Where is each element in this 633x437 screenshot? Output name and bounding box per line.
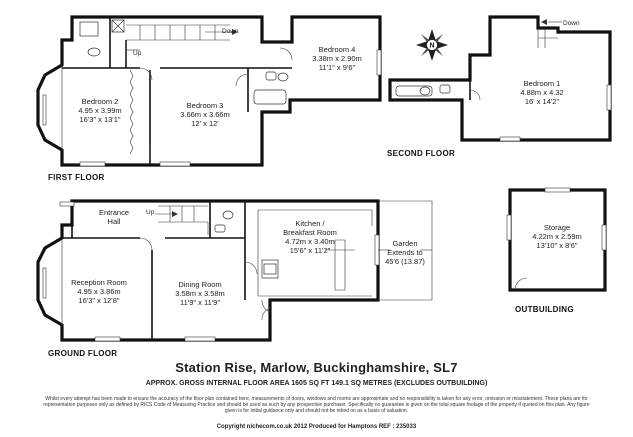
garden-line3: 45'6 (13.87)	[385, 257, 425, 266]
first-floor-stairs-down: Down	[222, 28, 239, 35]
bedroom-3-metric: 3.66m x 3.66m	[180, 110, 230, 119]
compass-north-letter: N	[429, 43, 434, 50]
bedroom-4-name: Bedroom 4	[319, 45, 356, 54]
second-floor-plan	[388, 15, 612, 142]
ground-floor-stairs-up: Up	[146, 209, 155, 216]
dining-room-metric: 3.58m x 3.58m	[175, 289, 225, 298]
kitchen-imperial: 15'6" x 11'2"	[290, 246, 331, 255]
first-floor-label: FIRST FLOOR	[48, 173, 105, 182]
ground-floor-label: GROUND FLOOR	[48, 349, 117, 358]
disclaimer-text: Whilst every attempt has been made to en…	[43, 396, 590, 414]
bedroom-1-imperial: 16' x 14'2"	[525, 97, 560, 106]
bedroom-4-imperial: 11'1" x 9'6"	[319, 63, 356, 72]
garden-line2: Extends to	[387, 248, 422, 257]
reception-room-imperial: 16'3" x 12'8"	[78, 296, 119, 305]
bedroom-1-metric: 4.88m x 4.32	[520, 88, 563, 97]
copyright-credits: Copyright nichecom.co.uk 2012 Produced f…	[216, 424, 417, 430]
bedroom-1-name: Bedroom 1	[524, 79, 561, 88]
property-title: Station Rise, Marlow, Buckinghamshire, S…	[175, 360, 458, 375]
storage-name: Storage	[544, 223, 570, 232]
reception-room-name: Reception Room	[71, 278, 127, 287]
entrance-hall-line2: Hall	[108, 217, 121, 226]
entrance-hall-line1: Entrance	[99, 208, 129, 217]
first-floor-plan	[36, 15, 382, 167]
kitchen-metric: 4.72m x 3.40m	[285, 237, 335, 246]
outbuilding-label: OUTBUILDING	[515, 305, 574, 314]
bedroom-2-metric: 4.95 x 3.99m	[78, 106, 121, 115]
bedroom-3-name: Bedroom 3	[187, 101, 224, 110]
floor-plan: Bedroom 2 4.95 x 3.99m 16'3" x 13'1" Bed…	[36, 15, 612, 358]
garden-line1: Garden	[392, 239, 417, 248]
floor-area-summary: APPROX. GROSS INTERNAL FLOOR AREA 1605 S…	[145, 380, 488, 387]
reception-room-metric: 4.95 x 3.86m	[77, 287, 120, 296]
bedroom-3-imperial: 12' x 12'	[191, 119, 219, 128]
bedroom-2-name: Bedroom 2	[82, 97, 119, 106]
outbuilding-plan	[506, 187, 607, 292]
bedroom-4-metric: 3.38m x 2.90m	[312, 54, 362, 63]
kitchen-line1: Kitchen /	[295, 219, 325, 228]
ground-floor-plan	[36, 199, 380, 342]
storage-imperial: 13'10" x 8'6"	[536, 241, 577, 250]
garden-boundary	[378, 200, 433, 301]
second-floor-stairs-down: Down	[563, 20, 580, 27]
storage-metric: 4.22m x 2.59m	[532, 232, 582, 241]
first-floor-stairs-up: Up	[133, 50, 142, 57]
dining-room-imperial: 11'9" x 11'9"	[180, 298, 220, 307]
compass-rose: N	[416, 29, 448, 61]
bedroom-2-imperial: 16'3" x 13'1"	[79, 115, 120, 124]
second-floor-label: SECOND FLOOR	[387, 149, 455, 158]
dining-room-name: Dining Room	[178, 280, 221, 289]
kitchen-line2: Breakfast Room	[283, 228, 337, 237]
